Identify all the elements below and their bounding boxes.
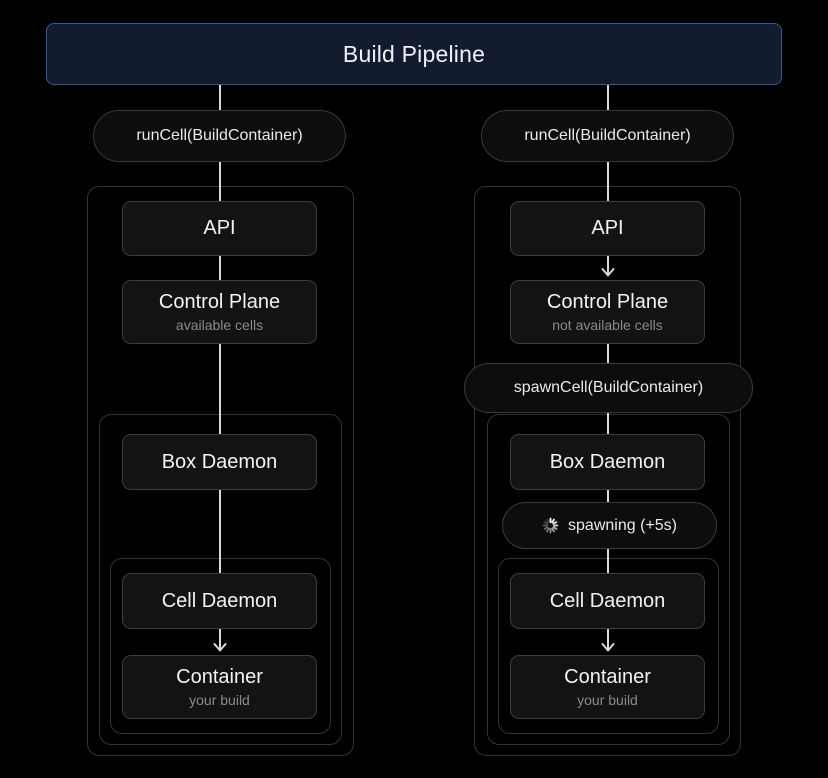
right-runcell-pill[interactable]: runCell(BuildContainer) xyxy=(481,110,734,162)
left-api-node[interactable]: API xyxy=(122,201,317,256)
arrow-right-cell-daemon-to-container xyxy=(600,629,616,655)
build-pipeline-header: Build Pipeline xyxy=(46,23,782,85)
right-api-node[interactable]: API xyxy=(510,201,705,256)
right-spawning-badge[interactable]: spawning (+5s) xyxy=(502,502,717,549)
connector-header-to-right-entry xyxy=(607,85,609,111)
left-cell-daemon-title: Cell Daemon xyxy=(161,589,278,612)
right-control-plane-node[interactable]: Control Plane not available cells xyxy=(510,280,705,344)
right-api-title: API xyxy=(591,217,624,239)
right-spawncell-pill[interactable]: spawnCell(BuildContainer) xyxy=(464,363,753,413)
left-runcell-label: runCell(BuildContainer) xyxy=(136,127,303,144)
right-container-subtitle: your build xyxy=(577,691,638,708)
right-control-plane-title: Control Plane xyxy=(546,290,669,313)
connector-right-control-plane-to-spawncell xyxy=(607,344,609,368)
left-box-daemon-title: Box Daemon xyxy=(161,450,278,473)
left-container-node[interactable]: Container your build xyxy=(122,655,317,719)
connector-right-entry-to-api xyxy=(607,162,609,205)
connector-right-box-daemon-to-spawning xyxy=(607,490,609,503)
left-runcell-pill[interactable]: runCell(BuildContainer) xyxy=(93,110,346,162)
connector-left-api-to-control-plane xyxy=(219,256,221,280)
left-container-title: Container xyxy=(176,665,263,688)
left-control-plane-title: Control Plane xyxy=(158,290,281,313)
right-cell-daemon-node[interactable]: Cell Daemon xyxy=(510,573,705,629)
right-runcell-label: runCell(BuildContainer) xyxy=(524,127,691,144)
arrow-left-cell-daemon-to-container xyxy=(212,629,228,655)
spinner-icon xyxy=(542,517,559,534)
left-api-title: API xyxy=(203,217,236,239)
connector-left-entry-to-api xyxy=(219,162,221,205)
right-container-title: Container xyxy=(564,665,651,688)
connector-right-spawning-to-cell-daemon xyxy=(607,549,609,575)
right-control-plane-subtitle: not available cells xyxy=(552,316,663,333)
left-control-plane-subtitle: available cells xyxy=(175,316,264,333)
right-box-daemon-title: Box Daemon xyxy=(549,450,666,473)
left-control-plane-node[interactable]: Control Plane available cells xyxy=(122,280,317,344)
right-spawncell-label: spawnCell(BuildContainer) xyxy=(513,379,704,396)
right-spawning-label: spawning (+5s) xyxy=(568,516,677,534)
left-cell-daemon-node[interactable]: Cell Daemon xyxy=(122,573,317,629)
connector-left-box-daemon-to-cell-daemon xyxy=(219,490,221,575)
connector-header-to-left-entry xyxy=(219,85,221,111)
arrow-right-api-to-control-plane xyxy=(600,256,616,282)
right-container-node[interactable]: Container your build xyxy=(510,655,705,719)
left-box-daemon-node[interactable]: Box Daemon xyxy=(122,434,317,490)
connector-right-spawncell-to-box-daemon xyxy=(607,413,609,436)
page-title: Build Pipeline xyxy=(342,40,486,67)
right-cell-daemon-title: Cell Daemon xyxy=(549,589,666,612)
right-box-daemon-node[interactable]: Box Daemon xyxy=(510,434,705,490)
left-container-subtitle: your build xyxy=(189,691,250,708)
connector-left-control-plane-to-box-daemon xyxy=(219,344,221,436)
